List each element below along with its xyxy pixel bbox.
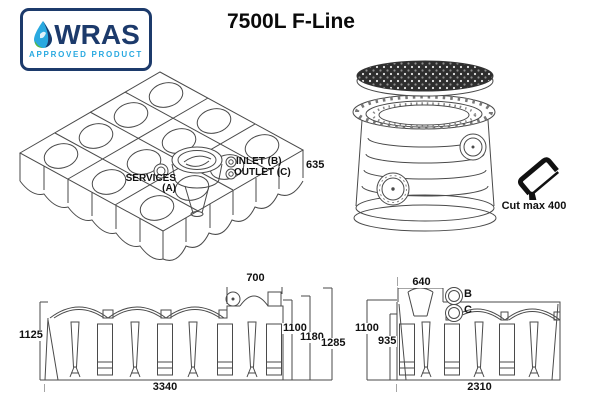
side-tank-legs <box>399 321 540 378</box>
side-shoulder-height-dim: 935 <box>377 335 398 347</box>
wras-subtitle-text: APPROVED PRODUCT <box>29 50 143 59</box>
front-overall-width-dim: 3340 <box>45 382 285 393</box>
side-port-c-label: C <box>464 304 472 316</box>
cut-max-note: Cut max 400 <box>501 200 567 212</box>
hacksaw-icon <box>517 157 560 200</box>
wras-brand-text: WRAS <box>54 18 140 50</box>
wras-approved-badge: WRAS APPROVED PRODUCT <box>20 8 152 71</box>
front-height-dim-1180: 1180 <box>299 331 325 343</box>
services-port-label: SERVICES (A) <box>116 174 176 193</box>
side-port-circles <box>445 287 463 322</box>
front-height-dim-1285: 1285 <box>320 337 347 349</box>
tank-dome-bumps <box>43 82 280 221</box>
side-port-b-label: B <box>464 288 472 300</box>
side-turret-width-dim: 640 <box>398 277 445 288</box>
tank-side-faces <box>19 150 304 261</box>
turret-ports <box>376 133 487 206</box>
turret-detail-drawing <box>352 60 497 232</box>
page-title: 7500L F-Line <box>227 10 355 33</box>
turret-lid <box>356 60 494 97</box>
water-drop-icon <box>34 21 53 48</box>
tank-service-ports <box>153 156 237 180</box>
turret-height-dim-label: 635 <box>306 159 325 171</box>
front-tank-legs <box>69 321 282 378</box>
turret-flange <box>352 94 496 130</box>
isometric-tank-drawing <box>18 71 305 261</box>
front-turret-width-dim: 700 <box>227 273 284 284</box>
front-tank-outline <box>44 291 284 381</box>
services-label-line1: SERVICES <box>125 173 176 184</box>
side-overall-width-dim: 2310 <box>397 382 562 393</box>
front-body-height-dim: 1125 <box>18 329 44 341</box>
outlet-port-label: OUTLET (C) <box>234 167 291 178</box>
services-label-line2: (A) <box>162 182 176 194</box>
tank-turret-opening <box>171 146 223 217</box>
side-body-height-dim: 1100 <box>354 322 380 334</box>
front-dimension-lines <box>39 287 333 392</box>
front-height-dim-1100: 1100 <box>282 322 308 334</box>
wras-badge-row: WRAS <box>32 20 140 49</box>
inlet-port-label: INLET (B) <box>236 156 282 167</box>
